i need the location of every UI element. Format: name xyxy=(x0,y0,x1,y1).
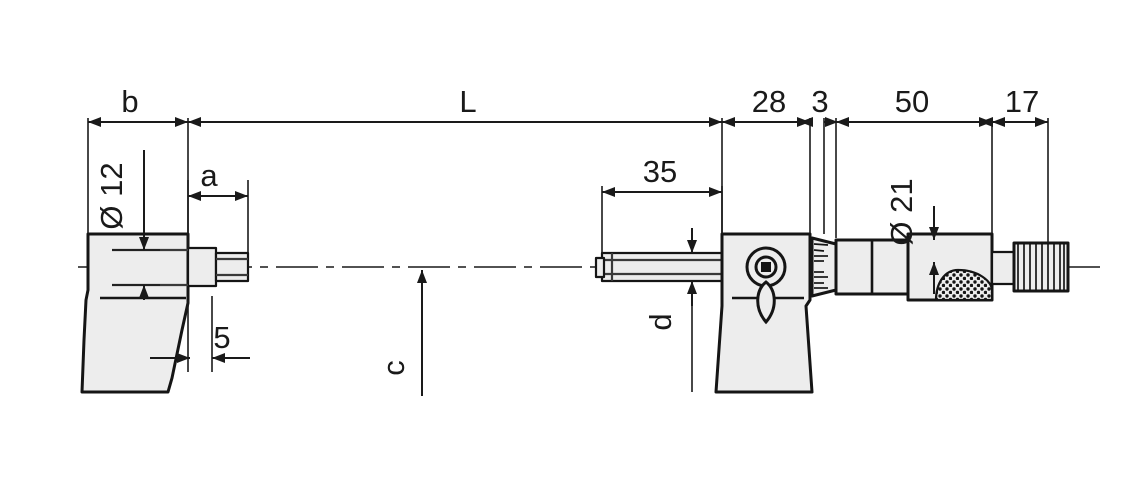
dimension-label-d: d xyxy=(643,313,678,330)
dimension-a-group xyxy=(187,180,249,253)
dimension-label-dia21: Ø 21 xyxy=(884,178,919,245)
micrometer-head-assembly xyxy=(594,232,1070,394)
dimension-label-a: a xyxy=(200,158,218,193)
dimension-label-35: 35 xyxy=(643,154,677,189)
dimension-35-group xyxy=(601,186,723,253)
ratchet-knurl-lines xyxy=(1017,243,1065,291)
dimension-label-dia12: Ø 12 xyxy=(94,162,129,229)
dimension-label-5: 5 xyxy=(213,320,230,355)
top-dimension-chain xyxy=(87,117,1049,243)
measuring-spindle xyxy=(600,251,724,283)
dimension-dia12-group xyxy=(112,150,160,300)
dimension-label-17: 17 xyxy=(1005,84,1039,119)
dimension-label-3: 3 xyxy=(811,84,828,119)
dimension-label-c: c xyxy=(376,360,411,376)
dimension-label-b: b xyxy=(121,84,138,119)
dimension-5-group xyxy=(150,296,250,372)
dimension-label-L: L xyxy=(459,84,476,119)
left-anvil-assembly xyxy=(80,232,250,394)
dimension-label-50: 50 xyxy=(895,84,929,119)
dimension-label-28: 28 xyxy=(752,84,786,119)
sleeve-graduations xyxy=(813,243,829,289)
